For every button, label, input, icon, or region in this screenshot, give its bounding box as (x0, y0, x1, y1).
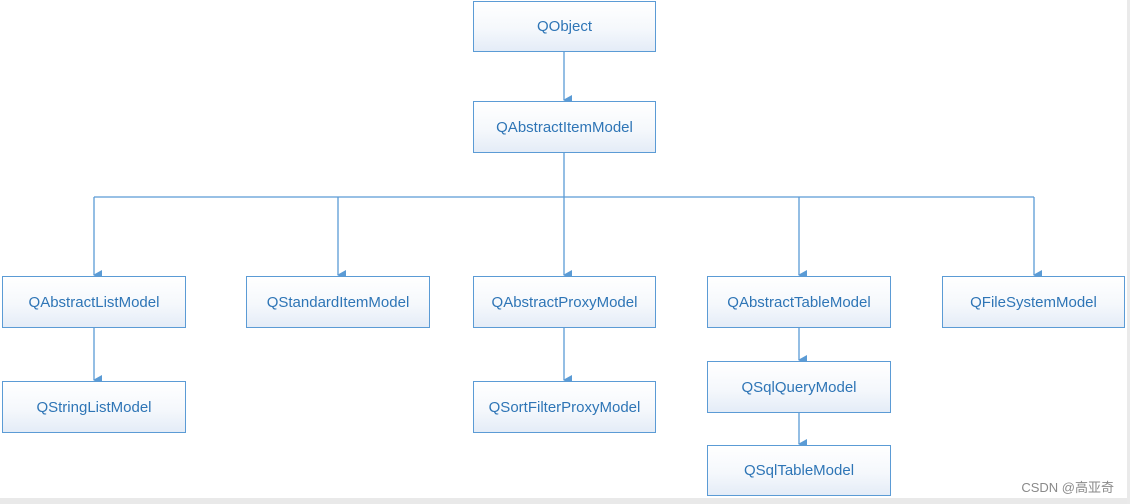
right-border-strip (1127, 0, 1130, 504)
node-label-qstandarditemmodel: QStandardItemModel (266, 293, 410, 311)
node-qsortfilterproxymodel[interactable]: QSortFilterProxyModel (473, 381, 656, 433)
node-qstringlistmodel[interactable]: QStringListModel (2, 381, 186, 433)
node-qfilesystemmodel[interactable]: QFileSystemModel (942, 276, 1125, 328)
node-label-qsqlquerymodel: QSqlQueryModel (741, 378, 857, 396)
bottom-border-strip (0, 498, 1130, 504)
node-label-qsqltablemodel: QSqlTableModel (743, 462, 855, 479)
node-label-qabstractitemmodel: QAbstractItemModel (496, 118, 633, 136)
node-qabstractitemmodel[interactable]: QAbstractItemModel (473, 101, 656, 153)
node-qobject[interactable]: QObject (473, 1, 656, 52)
node-qabstractlistmodel[interactable]: QAbstractListModel (2, 276, 186, 328)
node-qsqlquerymodel[interactable]: QSqlQueryModel (707, 361, 891, 413)
node-qstandarditemmodel[interactable]: QStandardItemModel (246, 276, 430, 328)
node-label-qabstractlistmodel: QAbstractListModel (28, 293, 160, 311)
node-label-qfilesystemmodel: QFileSystemModel (970, 293, 1097, 311)
node-qabstracttablemodel[interactable]: QAbstractTableModel (707, 276, 891, 328)
node-qabstractproxymodel[interactable]: QAbstractProxyModel (473, 276, 656, 328)
node-label-qsortfilterproxymodel: QSortFilterProxyModel (488, 398, 641, 416)
node-label-qstringlistmodel: QStringListModel (36, 398, 152, 416)
node-label-qabstractproxymodel: QAbstractProxyModel (491, 293, 638, 311)
node-label-qabstracttablemodel: QAbstractTableModel (727, 293, 871, 311)
watermark-text: CSDN @高亚奇 (1019, 477, 1116, 496)
node-qsqltablemodel[interactable]: QSqlTableModel (707, 445, 891, 496)
node-label-qobject: QObject (536, 18, 593, 35)
